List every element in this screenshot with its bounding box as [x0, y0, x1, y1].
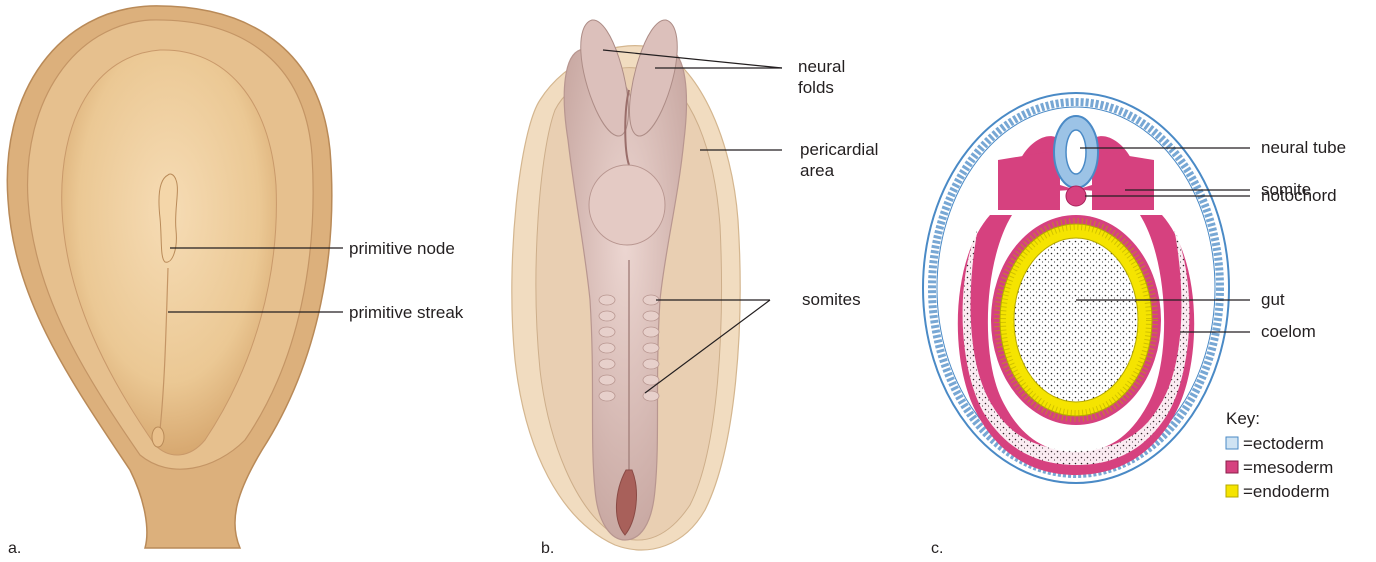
key-item-mesoderm: =mesoderm: [1226, 458, 1333, 477]
label-primitive-node: primitive node: [349, 239, 455, 258]
label-pericardial: pericardial: [800, 140, 878, 159]
panel-label-c: c.: [931, 540, 943, 557]
key-swatch-mesoderm: [1226, 461, 1238, 473]
panel-label-a: a.: [8, 540, 21, 557]
label-somites: somites: [802, 290, 861, 309]
key-label-ectoderm: =ectoderm: [1243, 434, 1324, 453]
key-swatch-ectoderm: [1226, 437, 1238, 449]
label-neural: neural: [798, 57, 845, 76]
key-label-endoderm: =endoderm: [1243, 482, 1329, 501]
panel-b-embryo: [512, 20, 740, 550]
panel-label-b: b.: [541, 540, 554, 557]
label-gut: gut: [1261, 290, 1285, 309]
label-notochord: notochord: [1261, 186, 1337, 205]
key-swatch-endoderm: [1226, 485, 1238, 497]
label-coelom: coelom: [1261, 322, 1316, 341]
key-legend: Key: =ectoderm =mesoderm =endoderm: [1226, 409, 1333, 501]
key-item-ectoderm: =ectoderm: [1226, 434, 1324, 453]
label-area: area: [800, 161, 835, 180]
key-item-endoderm: =endoderm: [1226, 482, 1329, 501]
label-neural-tube: neural tube: [1261, 138, 1346, 157]
key-title: Key:: [1226, 409, 1260, 428]
label-primitive-streak: primitive streak: [349, 303, 464, 322]
label-folds: folds: [798, 78, 834, 97]
key-label-mesoderm: =mesoderm: [1243, 458, 1333, 477]
panel-c-cross-section: [923, 93, 1229, 483]
panel-a-embryo: [7, 6, 332, 548]
